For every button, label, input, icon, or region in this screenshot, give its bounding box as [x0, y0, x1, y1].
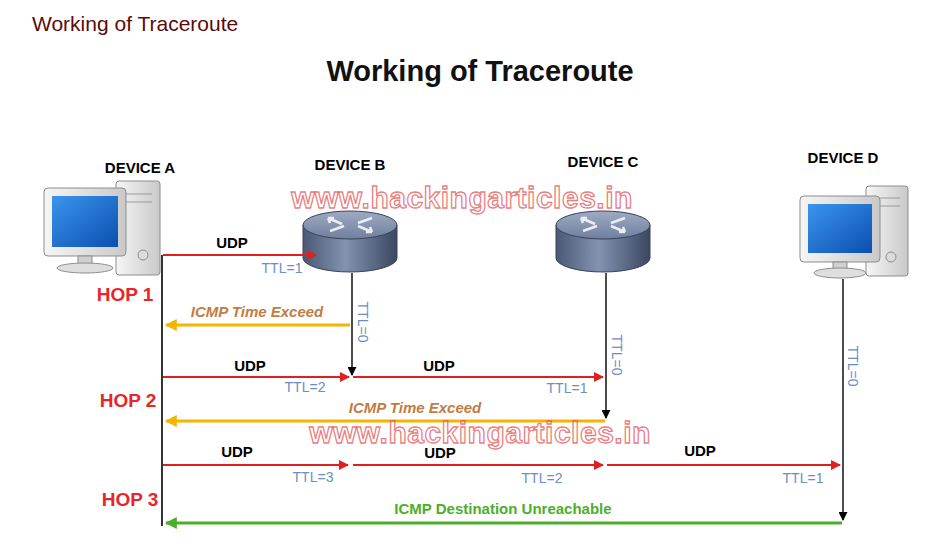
protocol-label: UDP	[216, 234, 248, 251]
hop-label: HOP 2	[100, 390, 157, 412]
udp-arrow	[163, 254, 316, 256]
device-node: DEVICE C	[563, 153, 644, 170]
ttl-label: TTL=2	[522, 470, 563, 486]
icmp-label: ICMP Time Exceed	[191, 303, 324, 320]
diagram-title: Working of Traceroute	[326, 55, 633, 88]
ttl-label: TTL=0	[609, 335, 625, 376]
device-node: DEVICE A	[100, 159, 181, 176]
page-heading: Working of Traceroute	[32, 12, 238, 36]
ttl-label: TTL=2	[285, 379, 326, 395]
udp-arrow	[163, 376, 349, 378]
udp-arrow	[163, 464, 348, 466]
protocol-label: UDP	[424, 444, 456, 461]
ttl-label: TTL=1	[262, 260, 303, 276]
udp-arrow	[353, 376, 603, 378]
hop-label: HOP 3	[102, 489, 159, 511]
ttl-label: TTL=0	[845, 346, 861, 387]
protocol-label: UDP	[221, 443, 253, 460]
device-name: DEVICE B	[314, 156, 387, 173]
router-icon	[303, 211, 397, 272]
device-node: DEVICE B	[310, 156, 391, 173]
icmp-label: ICMP Destination Unreachable	[394, 500, 611, 517]
udp-arrow	[353, 464, 603, 466]
icmp-arrow	[166, 324, 350, 327]
router-icon	[556, 211, 650, 272]
lifeline	[605, 273, 606, 418]
protocol-label: UDP	[423, 357, 455, 374]
computer-icon	[44, 181, 160, 275]
icmp-arrow	[166, 522, 842, 525]
device-node: DEVICE D	[803, 149, 884, 166]
device-name: DEVICE D	[807, 149, 880, 166]
device-name: DEVICE A	[104, 159, 177, 176]
udp-arrow	[607, 464, 840, 466]
watermark: www.hackingarticles.in	[309, 416, 651, 451]
hop-label: HOP 1	[97, 284, 154, 306]
computer-icon	[800, 186, 908, 278]
lifeline	[351, 273, 352, 375]
ttl-label: TTL=1	[547, 380, 588, 396]
lifeline	[161, 255, 163, 526]
protocol-label: UDP	[234, 357, 266, 374]
ttl-label: TTL=0	[355, 302, 371, 343]
lifeline	[842, 279, 843, 520]
ttl-label: TTL=3	[293, 469, 334, 485]
icmp-label: ICMP Time Exceed	[349, 399, 482, 416]
watermark: www.hackingarticles.in	[291, 181, 633, 216]
device-name: DEVICE C	[567, 153, 640, 170]
ttl-label: TTL=1	[783, 470, 824, 486]
protocol-label: UDP	[684, 442, 716, 459]
